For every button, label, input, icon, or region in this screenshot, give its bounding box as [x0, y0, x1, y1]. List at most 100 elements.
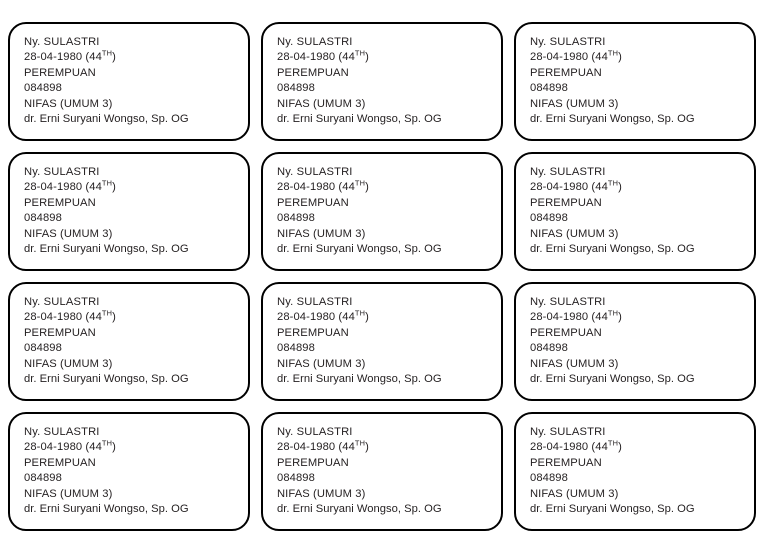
patient-label-lines: Ny. SULASTRI 28-04-1980 (44TH) PEREMPUAN…	[530, 425, 740, 517]
patient-dob-age: 28-04-1980 (44TH)	[24, 178, 234, 195]
patient-dob-age: 28-04-1980 (44TH)	[530, 179, 740, 195]
patient-ward: NIFAS (UMUM 3)	[24, 227, 113, 240]
patient-ward: NIFAS (UMUM 3)	[530, 227, 619, 240]
patient-label-lines: Ny. SULASTRI 28-04-1980 (44TH) PEREMPUAN…	[24, 425, 234, 517]
patient-ward: NIFAS (UMUM 3)	[277, 487, 366, 500]
patient-label-lines: Ny. SULASTRI 28-04-1980 (44TH) PEREMPUAN…	[530, 295, 740, 387]
age-ordinal: TH	[101, 438, 113, 448]
label-grid: Ny. SULASTRI 28-04-1980 (44TH) PEREMPUAN…	[8, 22, 760, 531]
dob-suffix: )	[365, 311, 369, 324]
patient-gender: PEREMPUAN	[24, 326, 96, 339]
patient-ward: NIFAS (UMUM 3)	[530, 487, 619, 500]
patient-record-number: 084898	[24, 472, 62, 485]
patient-name: Ny. SULASTRI	[530, 166, 606, 178]
patient-dob-age: 28-04-1980 (44TH)	[277, 48, 487, 65]
age-ordinal: TH	[354, 48, 366, 58]
patient-dob-age: 28-04-1980 (44TH)	[277, 308, 487, 325]
age-ordinal: TH	[101, 48, 113, 58]
patient-name: Ny. SULASTRI	[24, 296, 100, 308]
age-ordinal: TH	[607, 48, 619, 58]
dob-prefix: 28-04-1980 (44	[277, 311, 355, 324]
patient-gender: PEREMPUAN	[530, 196, 602, 209]
patient-label-card[interactable]: Ny. SULASTRI 28-04-1980 (44TH) PEREMPUAN…	[261, 282, 503, 401]
age-ordinal: TH	[354, 438, 366, 448]
dob-prefix: 28-04-1980 (44	[277, 441, 355, 454]
patient-record-number: 084898	[530, 342, 568, 355]
patient-label-card[interactable]: Ny. SULASTRI 28-04-1980 (44TH) PEREMPUAN…	[514, 282, 756, 401]
dob-prefix: 28-04-1980 (44	[277, 181, 355, 194]
age-ordinal: TH	[101, 308, 113, 318]
patient-ward: NIFAS (UMUM 3)	[24, 487, 113, 500]
patient-ward: NIFAS (UMUM 3)	[24, 97, 113, 110]
patient-gender: PEREMPUAN	[277, 326, 349, 339]
patient-label-card[interactable]: Ny. SULASTRI 28-04-1980 (44TH) PEREMPUAN…	[8, 282, 250, 401]
dob-suffix: )	[618, 51, 622, 64]
dob-suffix: )	[365, 441, 369, 454]
dob-prefix: 28-04-1980 (44	[277, 51, 355, 64]
age-ordinal: TH	[354, 178, 366, 188]
patient-gender: PEREMPUAN	[277, 456, 349, 469]
patient-ward: NIFAS (UMUM 3)	[24, 357, 113, 370]
patient-gender: PEREMPUAN	[24, 196, 96, 209]
dob-suffix: )	[365, 181, 369, 194]
patient-label-lines: Ny. SULASTRI 28-04-1980 (44TH) PEREMPUAN…	[277, 165, 487, 257]
dob-suffix: )	[365, 51, 369, 64]
patient-doctor: dr. Erni Suryani Wongso, Sp. OG	[530, 503, 695, 516]
patient-label-lines: Ny. SULASTRI 28-04-1980 (44TH) PEREMPUAN…	[24, 35, 234, 127]
dob-prefix: 28-04-1980 (44	[530, 441, 608, 454]
patient-record-number: 084898	[277, 472, 315, 485]
patient-dob-age: 28-04-1980 (44TH)	[530, 309, 740, 325]
patient-label-lines: Ny. SULASTRI 28-04-1980 (44TH) PEREMPUAN…	[24, 295, 234, 387]
patient-ward: NIFAS (UMUM 3)	[277, 357, 366, 370]
patient-record-number: 084898	[277, 342, 315, 355]
age-ordinal: TH	[101, 178, 113, 188]
patient-doctor: dr. Erni Suryani Wongso, Sp. OG	[530, 113, 695, 126]
patient-name: Ny. SULASTRI	[277, 166, 353, 178]
patient-record-number: 084898	[277, 212, 315, 225]
patient-gender: PEREMPUAN	[530, 66, 602, 79]
patient-label-card[interactable]: Ny. SULASTRI 28-04-1980 (44TH) PEREMPUAN…	[8, 412, 250, 531]
patient-record-number: 084898	[277, 82, 315, 95]
patient-gender: PEREMPUAN	[277, 66, 349, 79]
patient-name: Ny. SULASTRI	[24, 166, 100, 178]
dob-prefix: 28-04-1980 (44	[24, 51, 102, 64]
patient-label-card[interactable]: Ny. SULASTRI 28-04-1980 (44TH) PEREMPUAN…	[261, 152, 503, 271]
dob-prefix: 28-04-1980 (44	[24, 441, 102, 454]
patient-doctor: dr. Erni Suryani Wongso, Sp. OG	[277, 373, 442, 386]
patient-gender: PEREMPUAN	[530, 456, 602, 469]
patient-label-lines: Ny. SULASTRI 28-04-1980 (44TH) PEREMPUAN…	[530, 165, 740, 257]
patient-doctor: dr. Erni Suryani Wongso, Sp. OG	[530, 243, 695, 256]
patient-name: Ny. SULASTRI	[277, 296, 353, 308]
patient-name: Ny. SULASTRI	[530, 426, 606, 438]
patient-gender: PEREMPUAN	[24, 66, 96, 79]
patient-label-card[interactable]: Ny. SULASTRI 28-04-1980 (44TH) PEREMPUAN…	[514, 412, 756, 531]
patient-gender: PEREMPUAN	[277, 196, 349, 209]
patient-name: Ny. SULASTRI	[530, 296, 606, 308]
patient-doctor: dr. Erni Suryani Wongso, Sp. OG	[277, 243, 442, 256]
patient-dob-age: 28-04-1980 (44TH)	[24, 48, 234, 65]
patient-name: Ny. SULASTRI	[530, 36, 606, 48]
dob-suffix: )	[112, 181, 116, 194]
dob-suffix: )	[618, 181, 622, 194]
patient-dob-age: 28-04-1980 (44TH)	[277, 438, 487, 455]
patient-label-card[interactable]: Ny. SULASTRI 28-04-1980 (44TH) PEREMPUAN…	[514, 22, 756, 141]
patient-label-lines: Ny. SULASTRI 28-04-1980 (44TH) PEREMPUAN…	[530, 35, 740, 127]
patient-dob-age: 28-04-1980 (44TH)	[530, 439, 740, 455]
patient-label-card[interactable]: Ny. SULASTRI 28-04-1980 (44TH) PEREMPUAN…	[261, 22, 503, 141]
patient-gender: PEREMPUAN	[24, 456, 96, 469]
patient-doctor: dr. Erni Suryani Wongso, Sp. OG	[277, 503, 442, 516]
dob-prefix: 28-04-1980 (44	[530, 311, 608, 324]
patient-name: Ny. SULASTRI	[24, 36, 100, 48]
patient-label-lines: Ny. SULASTRI 28-04-1980 (44TH) PEREMPUAN…	[277, 295, 487, 387]
patient-doctor: dr. Erni Suryani Wongso, Sp. OG	[24, 113, 189, 126]
patient-dob-age: 28-04-1980 (44TH)	[24, 308, 234, 325]
patient-label-card[interactable]: Ny. SULASTRI 28-04-1980 (44TH) PEREMPUAN…	[514, 152, 756, 271]
patient-record-number: 084898	[530, 472, 568, 485]
patient-label-card[interactable]: Ny. SULASTRI 28-04-1980 (44TH) PEREMPUAN…	[261, 412, 503, 531]
age-ordinal: TH	[354, 308, 366, 318]
patient-label-card[interactable]: Ny. SULASTRI 28-04-1980 (44TH) PEREMPUAN…	[8, 22, 250, 141]
dob-prefix: 28-04-1980 (44	[530, 181, 608, 194]
patient-label-card[interactable]: Ny. SULASTRI 28-04-1980 (44TH) PEREMPUAN…	[8, 152, 250, 271]
patient-doctor: dr. Erni Suryani Wongso, Sp. OG	[24, 503, 189, 516]
